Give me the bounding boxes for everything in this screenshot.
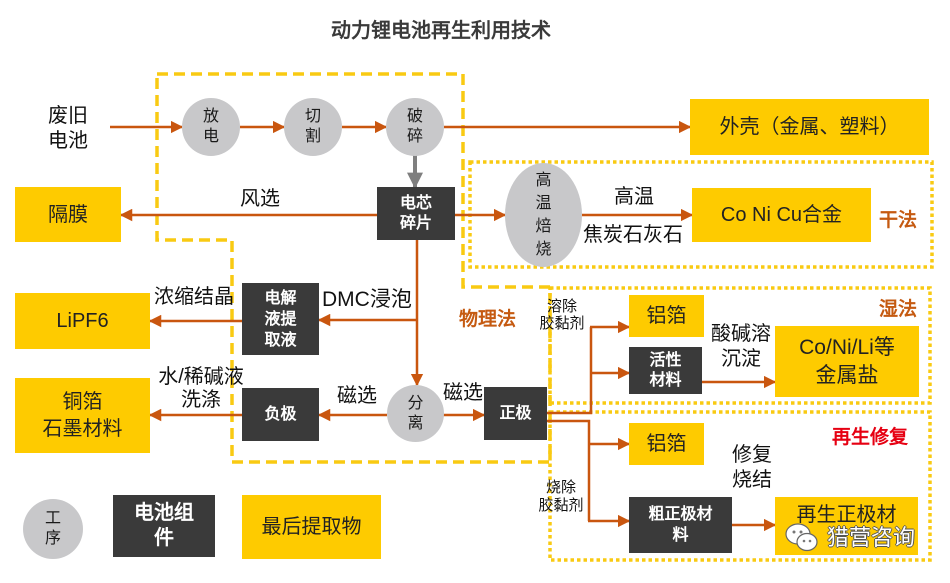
- watermark: 猎营咨询: [785, 523, 915, 553]
- process-roasting: 高 温 焙 烧: [505, 163, 582, 267]
- process-separation: 分 离: [387, 385, 444, 442]
- label-magnetic-right: 磁选: [443, 382, 483, 404]
- region-label-dry: 干法: [879, 210, 918, 231]
- product-aluminum-foil-wet: 铝箔: [629, 295, 704, 337]
- product-casing: 外壳（金属、塑料）: [690, 99, 929, 155]
- product-lipf6: LiPF6: [15, 293, 150, 349]
- component-electrolyte-extract: 电解 液提 取液: [242, 283, 319, 355]
- label-acid-base-precip: 酸碱溶 沉淀: [711, 323, 771, 370]
- region-wet-border: [548, 286, 932, 405]
- flow-cathode-wet-branch: [547, 327, 593, 415]
- component-cell-fragments: 电芯 碎片: [377, 187, 455, 240]
- wechat-icon: [785, 523, 818, 552]
- process-crushing: 破 碎: [386, 98, 444, 156]
- component-cathode: 正极: [484, 387, 547, 440]
- label-water-alkali-wash: 水/稀碱液 洗涤: [158, 366, 244, 411]
- label-dmc-soak: DMC浸泡: [322, 288, 412, 311]
- source-label: 废旧 电池: [48, 105, 88, 152]
- page-title: 动力锂电池再生利用技术: [331, 20, 551, 42]
- label-high-temp: 高温: [614, 186, 654, 208]
- label-magnetic-left: 磁选: [337, 385, 377, 407]
- legend-process: 工 序: [23, 499, 83, 559]
- product-aluminum-foil-regen: 铝箔: [629, 423, 704, 465]
- component-anode: 负极: [242, 388, 319, 441]
- legend-final-product: 最后提取物: [242, 495, 381, 559]
- region-label-physical: 物理法: [459, 309, 517, 330]
- product-metal-salts: Co/Ni/Li等 金属盐: [775, 326, 919, 397]
- label-air-separation: 风选: [240, 188, 280, 210]
- region-physical-border: [155, 72, 552, 464]
- product-separator: 隔膜: [15, 187, 121, 242]
- product-co-ni-cu-alloy: Co Ni Cu合金: [692, 188, 871, 242]
- process-discharge: 放 电: [182, 98, 240, 156]
- region-label-regeneration: 再生修复: [832, 427, 909, 448]
- legend-component: 电池组 件: [113, 495, 215, 557]
- label-concentrate-crystallize: 浓缩结晶: [154, 286, 234, 308]
- product-copper-graphite: 铜箔 石墨材料: [15, 378, 150, 453]
- flow-cathode-regen-branch: [547, 419, 591, 521]
- region-label-wet: 湿法: [879, 299, 918, 320]
- label-coke-limestone: 焦炭石灰石: [583, 224, 683, 246]
- watermark-text: 猎营咨询: [827, 525, 916, 550]
- region-regeneration-border: [548, 410, 932, 562]
- label-dissolve-binder: 溶除 胶黏剂: [539, 298, 585, 332]
- label-burn-binder: 烧除 胶黏剂: [538, 479, 584, 514]
- component-active-material: 活性 材料: [629, 347, 702, 394]
- label-repair-sinter: 修复 烧结: [732, 444, 772, 491]
- process-cutting: 切 割: [284, 98, 342, 156]
- component-crude-cathode-material: 粗正极材 料: [629, 497, 732, 553]
